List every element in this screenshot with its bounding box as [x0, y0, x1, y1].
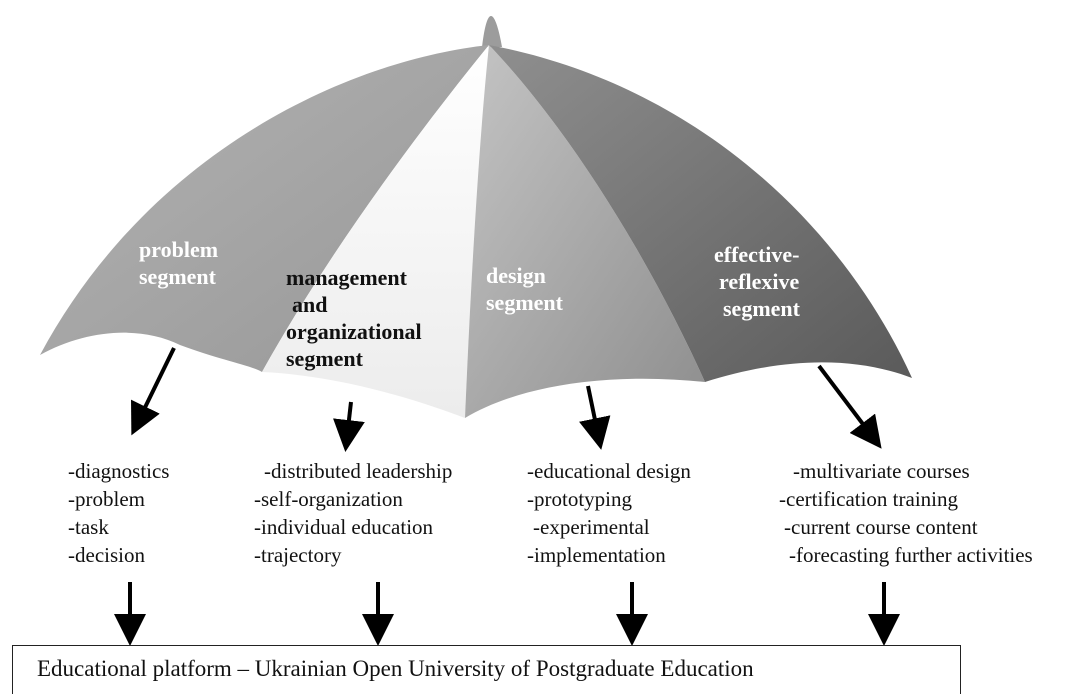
- list-item: -self-organization: [254, 487, 403, 511]
- list-item: -current course content: [784, 515, 978, 539]
- design-list: -educational design -prototyping -experi…: [527, 457, 691, 569]
- list-item: -multivariate courses: [793, 459, 970, 483]
- list-item: -trajectory: [254, 543, 342, 567]
- reflexive-panel: [489, 45, 912, 382]
- design-panel: [465, 45, 705, 418]
- list-item: -diagnostics: [68, 459, 170, 483]
- list-item: -prototyping: [527, 487, 632, 511]
- reflexive-segment-label: effective- reflexive segment: [714, 242, 800, 321]
- list-item: -experimental: [533, 515, 650, 539]
- list-item: -task: [68, 515, 109, 539]
- list-item: -problem: [68, 487, 145, 511]
- list-item: -implementation: [527, 543, 666, 567]
- list-item: -distributed leadership: [264, 459, 453, 483]
- design-arrow: [579, 385, 611, 450]
- list-item: -forecasting further activities: [789, 543, 1033, 567]
- reflexive-list: -multivariate courses -certification tra…: [779, 457, 1033, 569]
- list-item: -certification training: [779, 487, 959, 511]
- reflexive-arrow: [817, 364, 882, 449]
- problem-list: -diagnostics -problem -task -decision: [68, 457, 169, 569]
- problem-arrow: [131, 347, 176, 436]
- problem-panel: [40, 45, 489, 372]
- umbrella-tip: [482, 16, 502, 47]
- management-segment-label: management and organizational segment: [286, 265, 422, 371]
- problem-segment-label: problem segment: [139, 237, 219, 289]
- educational-platform-box: Educational platform – Ukrainian Open Un…: [12, 645, 961, 694]
- list-item: -educational design: [527, 459, 691, 483]
- list-item: -individual education: [254, 515, 434, 539]
- management-arrow: [333, 401, 365, 452]
- management-list: -distributed leadership -self-organizati…: [254, 457, 452, 569]
- management-panel: [262, 45, 489, 418]
- platform-label: Educational platform – Ukrainian Open Un…: [37, 656, 754, 681]
- list-item: -decision: [68, 543, 145, 567]
- design-segment-label: design segment: [486, 263, 563, 315]
